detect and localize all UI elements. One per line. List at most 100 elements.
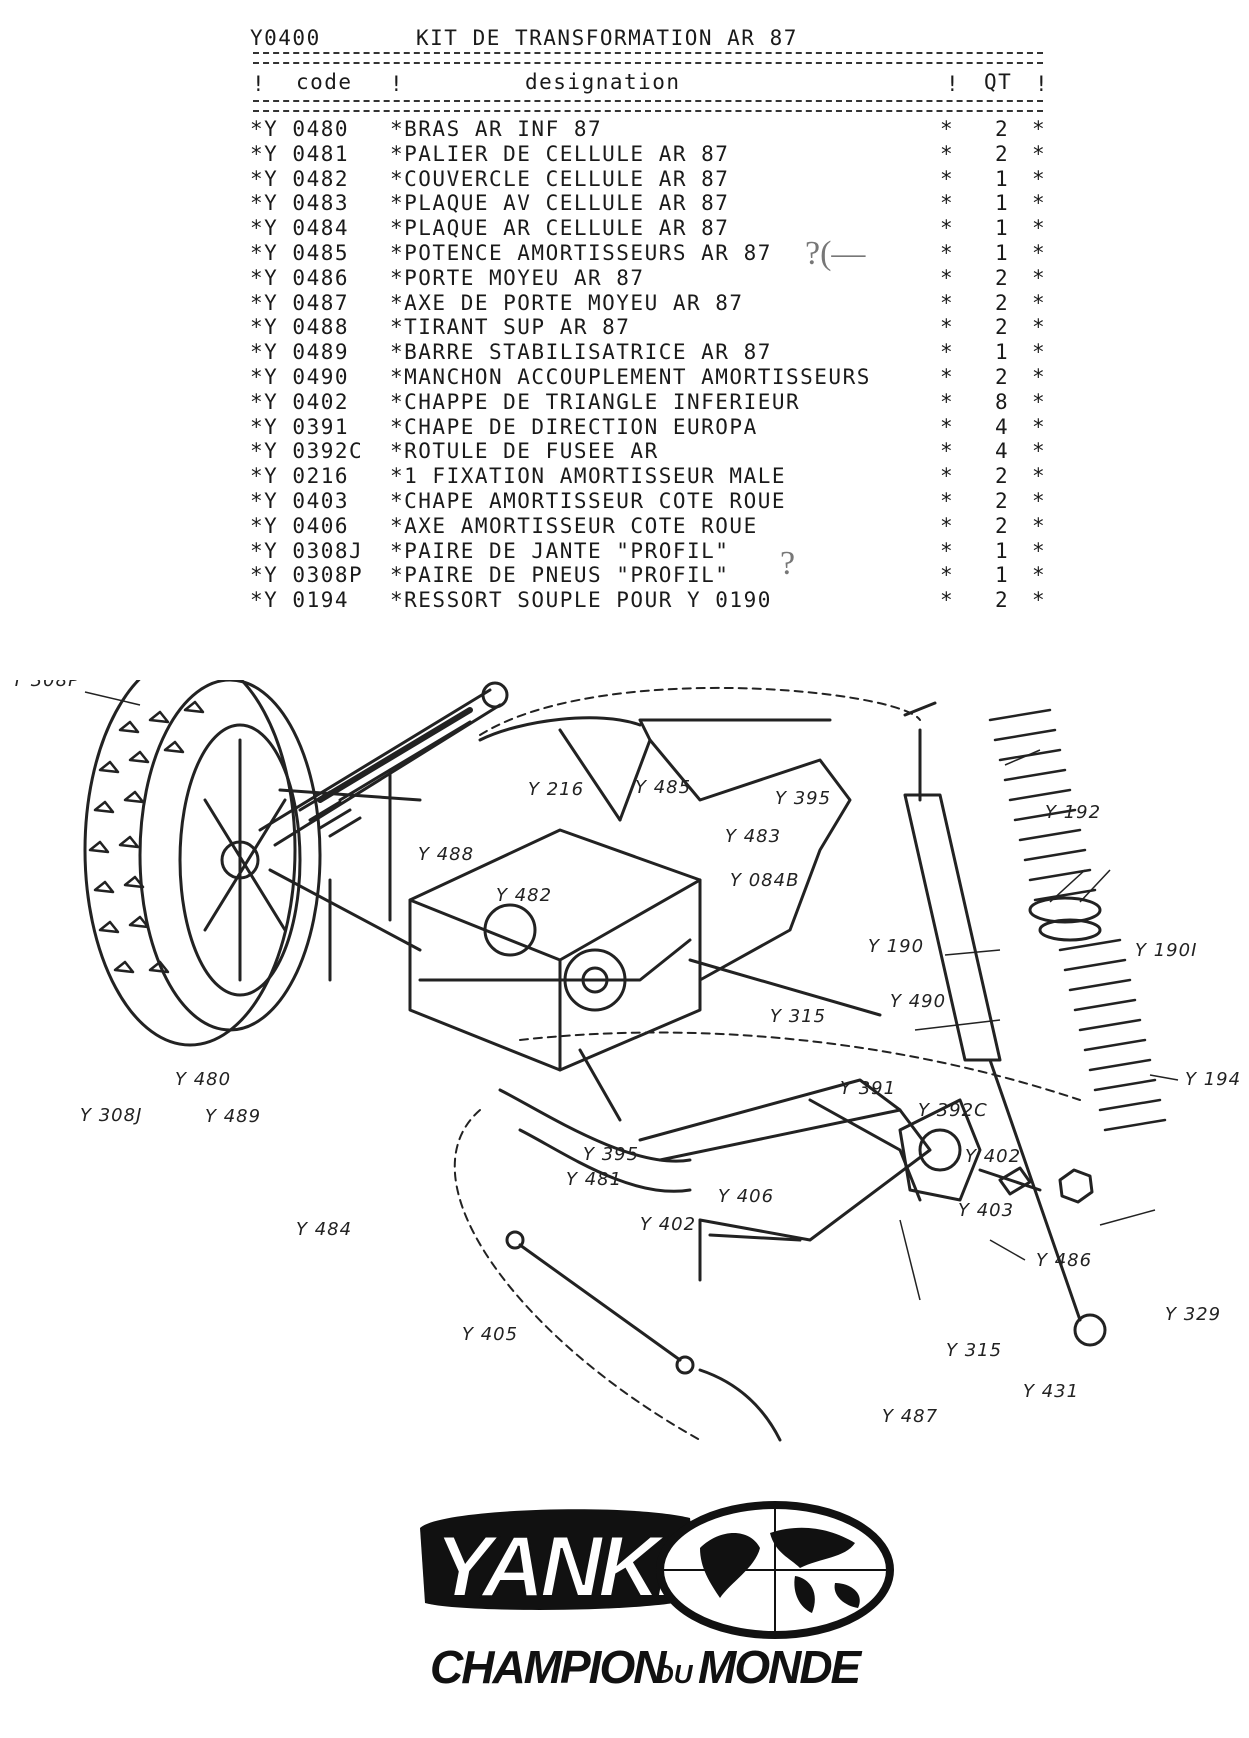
part-designation: *AXE DE PORTE MOYEU AR 87: [390, 290, 744, 315]
table-row: *Y 0487*AXE DE PORTE MOYEU AR 87*2*: [250, 291, 1050, 316]
part-quantity: 2: [995, 315, 1010, 340]
callout-488: Y 488: [418, 844, 474, 865]
part-quantity: 2: [995, 464, 1010, 489]
callout-485: Y 485: [635, 777, 691, 798]
part-designation: *ROTULE DE FUSEE AR: [390, 439, 659, 464]
row-marker: *: [940, 488, 955, 513]
tie-rod-405: [505, 1230, 782, 1442]
part-code: *Y 0490: [250, 364, 350, 389]
callout-084b: Y 084B: [730, 870, 799, 891]
column-separator: !: [252, 72, 267, 96]
row-marker: *: [940, 364, 955, 389]
row-marker: *: [1032, 240, 1047, 265]
part-code: *Y 0483: [250, 191, 350, 216]
gearbox-cell: [408, 828, 702, 1072]
table-row: *Y 0485*POTENCE AMORTISSEURS AR 87*1*: [250, 241, 1050, 266]
callout-308p: Y 308P: [12, 680, 80, 691]
part-code: *Y 0485: [250, 240, 350, 265]
callout-392c: Y 392C: [918, 1100, 988, 1121]
globe-icon: [656, 1501, 894, 1639]
logo-tagline-champion: CHAMPION: [430, 1641, 667, 1693]
part-code: *Y 0403: [250, 488, 350, 513]
column-separator: !: [390, 72, 405, 96]
row-marker: *: [1032, 414, 1047, 439]
table-row: *Y 0308P*PAIRE DE PNEUS "PROFIL"*1*: [250, 563, 1050, 588]
part-quantity: 4: [995, 414, 1010, 439]
part-quantity: 2: [995, 117, 1010, 141]
part-designation: *AXE AMORTISSEUR COTE ROUE: [390, 513, 758, 538]
table-row: *Y 0402*CHAPPE DE TRIANGLE INFERIEUR*8*: [250, 390, 1050, 415]
kit-title: KIT DE TRANSFORMATION AR 87: [416, 26, 798, 50]
callout-490: Y 490: [890, 991, 946, 1012]
callout-402-right: Y 402: [965, 1146, 1021, 1167]
row-marker: *: [1032, 513, 1047, 538]
table-row: *Y 0486*PORTE MOYEU AR 87*2*: [250, 266, 1050, 291]
table-row: *Y 0481*PALIER DE CELLULE AR 87*2*: [250, 142, 1050, 167]
part-designation: *COUVERCLE CELLULE AR 87: [390, 166, 730, 191]
part-code: *Y 0216: [250, 464, 350, 489]
row-marker: *: [1032, 216, 1047, 241]
callout-308j: Y 308J: [80, 1105, 142, 1126]
part-code: *Y 0482: [250, 166, 350, 191]
row-marker: *: [1032, 563, 1047, 588]
part-quantity: 1: [995, 166, 1010, 191]
leader-lines: [84, 691, 1179, 1301]
callout-216: Y 216: [528, 779, 584, 800]
row-marker: *: [1032, 464, 1047, 489]
part-quantity: 2: [995, 364, 1010, 389]
part-code: *Y 0391: [250, 414, 350, 439]
part-quantity: 1: [995, 538, 1010, 563]
spring-cups: [1028, 896, 1102, 942]
callout-489: Y 489: [205, 1106, 261, 1127]
callout-315-low: Y 315: [946, 1340, 1002, 1361]
row-marker: *: [940, 117, 955, 141]
rear-shock-right: [903, 701, 1107, 1347]
row-marker: *: [940, 315, 955, 340]
row-marker: *: [1032, 191, 1047, 216]
row-marker: *: [1032, 315, 1047, 340]
link-rods: [268, 768, 882, 1017]
callout-484: Y 484: [296, 1219, 352, 1240]
table-row: *Y 0194*RESSORT SOUPLE POUR Y 0190*2*: [250, 588, 1050, 613]
part-designation: *POTENCE AMORTISSEURS AR 87: [390, 240, 772, 265]
part-designation: *CHAPPE DE TRIANGLE INFERIEUR: [390, 389, 801, 414]
row-marker: *: [1032, 290, 1047, 315]
row-marker: *: [1032, 538, 1047, 563]
row-marker: *: [940, 166, 955, 191]
table-rule-header: [253, 100, 1043, 112]
table-row: *Y 0216*1 FIXATION AMORTISSEUR MALE*2*: [250, 464, 1050, 489]
part-quantity: 1: [995, 240, 1010, 265]
part-code: *Y 0488: [250, 315, 350, 340]
callout-482: Y 482: [496, 885, 552, 906]
callout-480: Y 480: [175, 1069, 231, 1090]
row-marker: *: [1032, 166, 1047, 191]
callout-481: Y 481: [566, 1169, 622, 1190]
row-marker: *: [940, 538, 955, 563]
exploded-view-diagram: Y 308P Y 216 Y 485 Y 395 Y 192 Y 488 Y 4…: [12, 680, 1240, 1442]
part-quantity: 8: [995, 389, 1010, 414]
part-designation: *PAIRE DE PNEUS "PROFIL": [390, 563, 730, 588]
row-marker: *: [1032, 141, 1047, 166]
callout-431: Y 431: [1023, 1381, 1079, 1402]
tyre-spikes: [88, 700, 205, 974]
column-header-designation: designation: [525, 70, 681, 94]
part-quantity: 1: [995, 191, 1010, 216]
part-designation: *PAIRE DE JANTE "PROFIL": [390, 538, 730, 563]
row-marker: *: [940, 340, 955, 365]
row-marker: *: [940, 290, 955, 315]
table-row: *Y 0391*CHAPE DE DIRECTION EUROPA*4*: [250, 415, 1050, 440]
callout-406: Y 406: [718, 1186, 774, 1207]
callout-315-top: Y 315: [770, 1006, 826, 1027]
column-separator: !: [946, 72, 961, 96]
callout-329: Y 329: [1165, 1304, 1221, 1325]
column-header-qty: QT: [984, 70, 1013, 94]
row-marker: *: [1032, 117, 1047, 141]
callout-192: Y 192: [1045, 802, 1101, 823]
table-rule-top: [253, 52, 1043, 64]
part-code: *Y 0480: [250, 117, 350, 141]
row-marker: *: [1032, 265, 1047, 290]
part-quantity: 2: [995, 488, 1010, 513]
row-marker: *: [1032, 389, 1047, 414]
part-quantity: 2: [995, 513, 1010, 538]
rear-shock-left: [258, 681, 509, 847]
